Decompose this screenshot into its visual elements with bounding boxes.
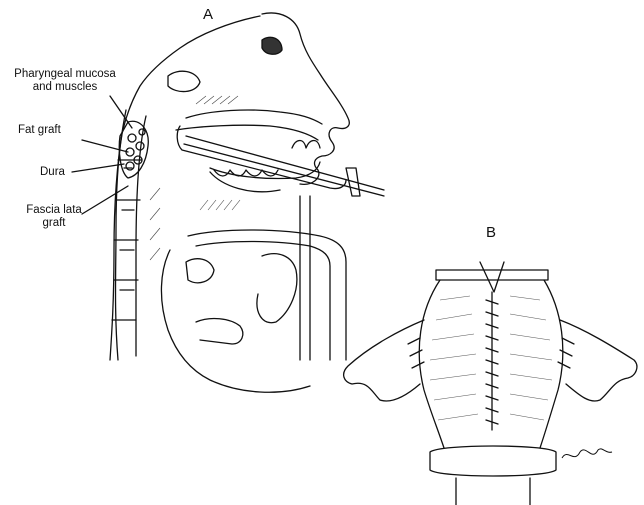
panel-b-letter: B — [486, 224, 496, 241]
label-fascia-line2: graft — [20, 217, 88, 230]
artist-signature — [562, 449, 612, 458]
label-fascia-line1: Fascia lata — [20, 204, 88, 217]
label-fat-graft: Fat graft — [18, 124, 61, 137]
label-fascia-lata-graft: Fascia lata graft — [20, 204, 88, 230]
label-dura: Dura — [40, 166, 65, 179]
label-pharyngeal-mucosa: Pharyngeal mucosa and muscles — [8, 68, 122, 94]
label-pharyngeal-line1: Pharyngeal mucosa — [8, 68, 122, 81]
panel-a-letter: A — [203, 6, 213, 23]
label-pharyngeal-line2: and muscles — [8, 81, 122, 94]
